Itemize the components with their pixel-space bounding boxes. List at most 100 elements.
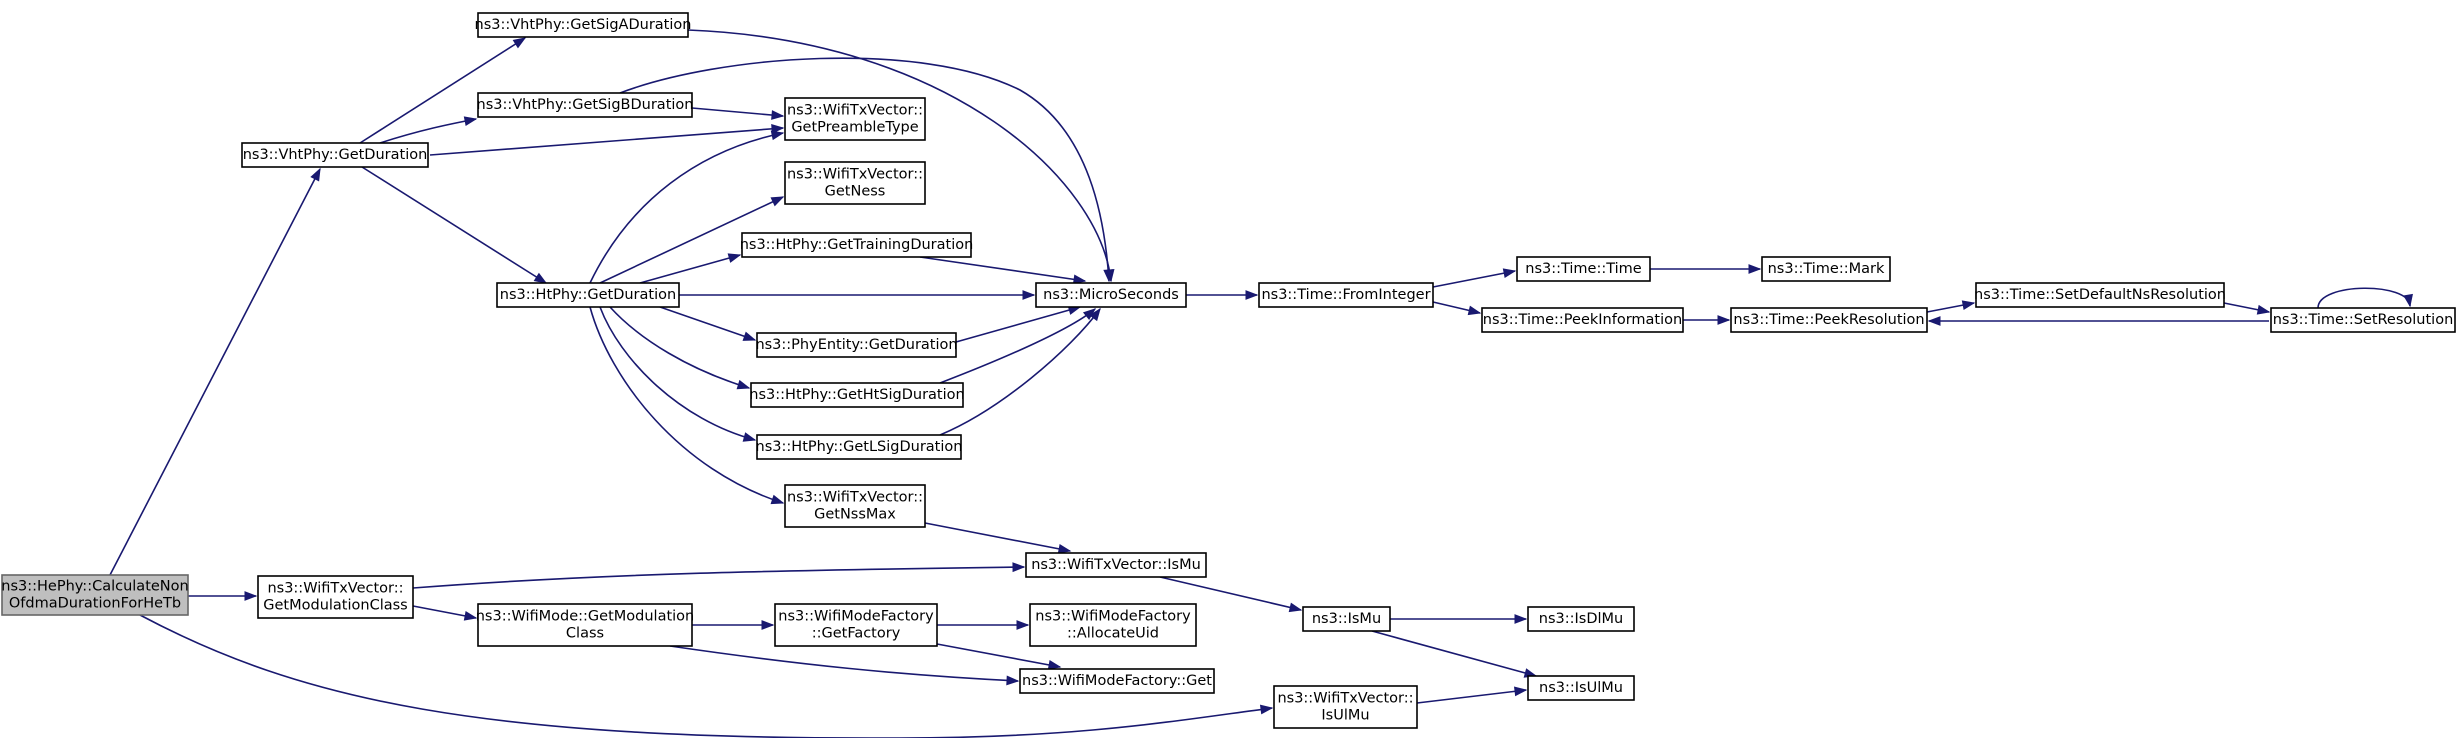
- arrowhead-icon: [771, 110, 785, 120]
- node-label: ns3::IsMu: [1312, 611, 1381, 627]
- node-microseconds[interactable]: ns3::MicroSeconds: [1035, 282, 1187, 308]
- edge-line: [639, 254, 741, 284]
- edge-setdef-to-setres: [2223, 302, 2271, 315]
- node-box: [1029, 603, 1197, 647]
- edge-line: [955, 306, 1081, 343]
- edge-line: [609, 306, 750, 389]
- node-vht-getduration[interactable]: ns3::VhtPhy::GetDuration: [241, 142, 429, 168]
- node-mark[interactable]: ns3::Time::Mark: [1761, 256, 1891, 282]
- node-box: [1025, 552, 1207, 578]
- node-htsig[interactable]: ns3::HtPhy::GetHtSigDuration: [749, 382, 965, 408]
- arrowhead-icon: [1006, 675, 1020, 686]
- node-label: ns3::HtPhy::GetHtSigDuration: [749, 387, 964, 403]
- edge-line: [599, 306, 756, 441]
- node-nssmax[interactable]: ns3::WifiTxVector::GetNssMax: [784, 484, 926, 528]
- arrowhead-icon: [1513, 686, 1528, 697]
- node-setres[interactable]: ns3::Time::SetResolution: [2270, 307, 2456, 333]
- edge-vht_getduration-to-vht_sigB: [379, 116, 478, 144]
- node-label: ns3::Time::FromInteger: [1261, 287, 1430, 303]
- node-modclass[interactable]: ns3::WifiTxVector::GetModulationClass: [257, 575, 414, 619]
- node-ht-getduration[interactable]: ns3::HtPhy::GetDuration: [496, 282, 680, 308]
- node-getfactory[interactable]: ns3::WifiModeFactory::GetFactory: [774, 603, 938, 647]
- node-isdlmu[interactable]: ns3::IsDlMu: [1527, 606, 1635, 632]
- edge-line: [1416, 689, 1527, 704]
- node-label: ns3::MicroSeconds: [1043, 287, 1179, 303]
- arrowhead-icon: [2403, 293, 2413, 308]
- arrowhead-icon: [533, 272, 548, 284]
- node-label: ns3::WifiModeFactory: [1035, 609, 1191, 625]
- node-allocuid[interactable]: ns3::WifiModeFactory::AllocateUid: [1029, 603, 1197, 647]
- edge-peekinfo-to-peekres: [1683, 315, 1731, 325]
- node-isulmu[interactable]: ns3::IsUlMu: [1527, 675, 1635, 701]
- edge-htsig-to-microseconds: [939, 308, 1097, 384]
- node-peekinfo[interactable]: ns3::Time::PeekInformation: [1481, 307, 1684, 333]
- edge-line: [1432, 270, 1516, 288]
- node-lsig[interactable]: ns3::HtPhy::GetLSigDuration: [756, 434, 963, 460]
- node-ismu[interactable]: ns3::IsMu: [1302, 606, 1391, 632]
- node-label: ns3::Time::Mark: [1768, 261, 1885, 277]
- node-setdef[interactable]: ns3::Time::SetDefaultNsResolution: [1974, 282, 2226, 308]
- node-box: [1035, 282, 1187, 308]
- edge-ismu-to-isdlmu: [1390, 614, 1528, 624]
- node-label: ns3::VhtPhy::GetSigADuration: [475, 17, 692, 33]
- node-preamble[interactable]: ns3::WifiTxVector::GetPreambleType: [784, 97, 926, 141]
- node-box: [1527, 675, 1635, 701]
- node-time[interactable]: ns3::Time::Time: [1516, 256, 1651, 282]
- node-box: [496, 282, 680, 308]
- node-label: GetNssMax: [814, 507, 896, 523]
- node-wmf-get[interactable]: ns3::WifiModeFactory::Get: [1019, 668, 1215, 694]
- arrowhead-icon: [1748, 264, 1762, 274]
- edge-ht_getduration-to-nssmax: [589, 306, 785, 505]
- edge-ht_getduration-to-microseconds: [679, 290, 1036, 300]
- node-fromint[interactable]: ns3::Time::FromInteger: [1258, 282, 1434, 308]
- edge-vht_getduration-to-preamble: [429, 123, 785, 156]
- arrowhead-icon: [1089, 307, 1101, 322]
- arrowhead-icon: [761, 620, 775, 630]
- arrowhead-icon: [512, 37, 527, 49]
- edge-phyentity-to-microseconds: [955, 305, 1082, 343]
- node-box: [1481, 307, 1684, 333]
- edge-isulmu_v-to-isulmu: [1416, 686, 1528, 704]
- node-peekres[interactable]: ns3::Time::PeekResolution: [1730, 307, 1928, 333]
- arrowhead-icon: [770, 130, 785, 141]
- node-box: [1527, 606, 1635, 632]
- edge-ht_getduration-to-getness: [599, 196, 785, 284]
- node-label: ns3::WifiTxVector::: [1277, 691, 1413, 707]
- node-box: [2270, 307, 2456, 333]
- arrowhead-icon: [463, 611, 478, 621]
- node-box: [774, 603, 938, 647]
- edge-line: [139, 614, 1273, 738]
- edge-wm_modclass-to-getfactory: [692, 620, 775, 630]
- node-phyentity[interactable]: ns3::PhyEntity::GetDuration: [755, 332, 958, 358]
- arrowhead-icon: [2256, 304, 2271, 315]
- node-vht-sigB[interactable]: ns3::VhtPhy::GetSigBDuration: [477, 92, 694, 118]
- node-box: [1019, 668, 1215, 694]
- node-calc[interactable]: ns3::HePhy::CalculateNonOfdmaDurationFor…: [1, 574, 189, 616]
- node-label: ns3::WifiTxVector::: [787, 103, 923, 119]
- edge-line: [659, 306, 756, 341]
- edge-line: [412, 566, 1025, 589]
- edge-calc-to-isulmu_v: [139, 614, 1274, 738]
- node-label: ns3::WifiModeFactory: [778, 609, 934, 625]
- edge-setres-to-setres: [2317, 287, 2413, 309]
- edge-getfactory-to-allocuid: [937, 620, 1030, 630]
- edge-line: [2317, 287, 2411, 309]
- node-label: ns3::Time::PeekResolution: [1733, 312, 1924, 328]
- edge-wm_modclass-to-wmf_get: [669, 645, 1020, 686]
- edge-line: [691, 107, 784, 117]
- node-label: ns3::HtPhy::GetDuration: [500, 287, 676, 303]
- node-training[interactable]: ns3::HtPhy::GetTrainingDuration: [740, 232, 974, 258]
- node-getness[interactable]: ns3::WifiTxVector::GetNess: [784, 161, 926, 205]
- node-ismu-v[interactable]: ns3::WifiTxVector::IsMu: [1025, 552, 1207, 578]
- edge-nssmax-to-ismu_v: [924, 522, 1072, 554]
- node-wm-modclass[interactable]: ns3::WifiMode::GetModulationClass: [476, 603, 695, 647]
- arrowhead-icon: [244, 591, 258, 601]
- node-box: [784, 161, 926, 205]
- node-vht-sigA[interactable]: ns3::VhtPhy::GetSigADuration: [475, 12, 692, 38]
- node-box: [477, 12, 689, 38]
- arrowhead-icon: [1514, 614, 1528, 624]
- node-isulmu-v[interactable]: ns3::WifiTxVector::IsUlMu: [1273, 685, 1418, 729]
- arrowhead-icon: [310, 167, 321, 182]
- node-box: [1516, 256, 1651, 282]
- edge-training-to-microseconds: [919, 256, 1087, 285]
